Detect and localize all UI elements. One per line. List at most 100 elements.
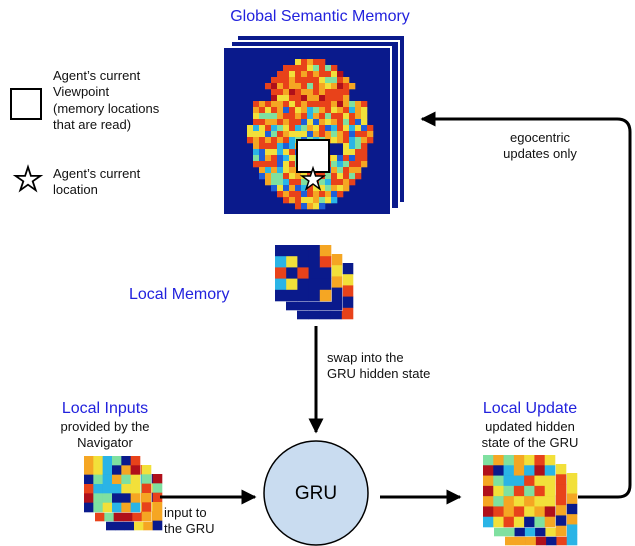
memory-cell (319, 77, 326, 84)
stack-cell (275, 245, 287, 257)
stack-cell (483, 506, 494, 518)
memory-cell (331, 137, 338, 144)
memory-cell (367, 125, 374, 132)
memory-cell (325, 113, 332, 120)
memory-cell (349, 119, 356, 126)
stack-cell (143, 520, 153, 531)
stack-cell (93, 456, 103, 466)
stack-cell (308, 267, 321, 279)
memory-cell (295, 113, 302, 120)
memory-cell (331, 161, 338, 168)
memory-cell (265, 149, 272, 156)
stack-cell (308, 298, 320, 311)
memory-cell (289, 149, 296, 156)
memory-cell (307, 77, 314, 84)
memory-cell (289, 137, 296, 144)
memory-cell (253, 155, 260, 162)
stack-cell (102, 484, 113, 494)
memory-cell (313, 197, 320, 204)
memory-cell (355, 173, 362, 180)
memory-cell (307, 125, 314, 132)
memory-cell (331, 89, 338, 96)
memory-cell (349, 173, 356, 180)
memory-cell (283, 113, 290, 120)
memory-cell (349, 137, 356, 144)
stack-cell (84, 474, 94, 485)
stack-cell (534, 506, 546, 518)
memory-cell (271, 155, 278, 162)
memory-cell (319, 185, 326, 192)
memory-cell (283, 71, 290, 78)
memory-cell (361, 125, 368, 132)
stack-cell (505, 534, 516, 546)
memory-cell (301, 197, 308, 204)
memory-cell (313, 77, 320, 84)
memory-cell (331, 173, 338, 180)
stack-cell (330, 254, 343, 266)
stack-cell (535, 525, 546, 537)
stack-cell (514, 525, 526, 537)
viewpoint-legend-line: Viewpoint (53, 84, 110, 100)
gru-node (263, 440, 369, 546)
memory-cell (307, 83, 314, 90)
stack-cell (319, 278, 332, 291)
stack-cell (524, 506, 535, 518)
stack-cell (112, 456, 122, 466)
memory-cell (337, 101, 344, 108)
memory-cell (355, 143, 362, 150)
memory-cell (253, 119, 260, 126)
stack-cell (483, 496, 494, 507)
memory-cell (331, 125, 338, 132)
stack-cell (555, 494, 567, 506)
stack-cell (524, 455, 535, 466)
stack-cell (130, 456, 141, 466)
memory-cell (283, 101, 290, 108)
stack-cell (115, 520, 125, 531)
memory-cell (259, 167, 266, 174)
memory-cell (325, 101, 332, 108)
stack-cell (544, 506, 556, 518)
memory-cell (313, 113, 320, 120)
global-memory-title: Global Semantic Memory (230, 8, 410, 25)
egocentric-label-line: updates only (503, 146, 577, 162)
memory-cell (289, 107, 296, 114)
memory-cell (253, 161, 260, 168)
memory-cell (343, 101, 350, 108)
memory-cell (289, 131, 296, 138)
memory-cell (331, 113, 338, 120)
memory-cell (265, 167, 272, 174)
stack-cell (503, 506, 515, 518)
stack-cell (113, 511, 124, 522)
memory-cell (343, 113, 350, 120)
memory-cell (361, 155, 368, 162)
memory-cell (247, 125, 254, 132)
memory-cell (253, 149, 260, 156)
memory-cell (343, 119, 350, 126)
memory-cell (265, 137, 272, 144)
memory-cell (349, 149, 356, 156)
memory-cell (319, 95, 326, 102)
memory-cell (301, 131, 308, 138)
memory-cell (283, 65, 290, 72)
memory-cell (343, 149, 350, 156)
memory-cell (253, 113, 260, 120)
memory-cell (301, 101, 308, 108)
memory-cell (247, 137, 254, 144)
stack-cell (493, 496, 504, 507)
memory-cell (367, 131, 374, 138)
memory-cell (355, 119, 362, 126)
memory-cell (277, 119, 284, 126)
stack-cell (308, 256, 321, 268)
memory-cell (307, 191, 314, 198)
memory-cell (325, 179, 332, 186)
memory-cell (337, 167, 344, 174)
memory-cell (307, 185, 314, 192)
memory-cell (325, 185, 332, 192)
stack-cell (152, 511, 163, 521)
memory-cell (289, 113, 296, 120)
stack-cell (104, 511, 114, 522)
memory-cell (331, 197, 338, 204)
stack-cell (524, 525, 536, 537)
stack-cell (493, 516, 504, 528)
stack-cell (297, 289, 309, 302)
